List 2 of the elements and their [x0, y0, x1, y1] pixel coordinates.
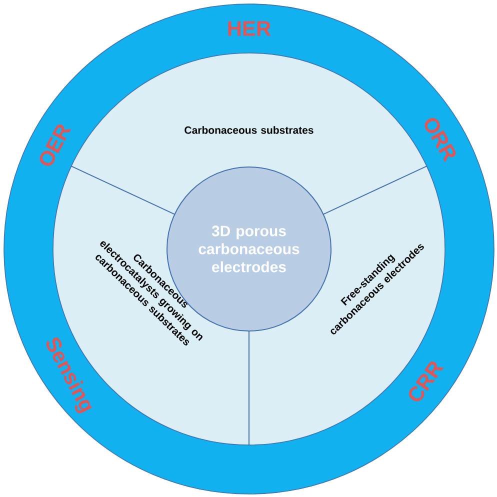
ring-label: HER	[228, 21, 271, 36]
ring-label: OER	[40, 124, 72, 166]
